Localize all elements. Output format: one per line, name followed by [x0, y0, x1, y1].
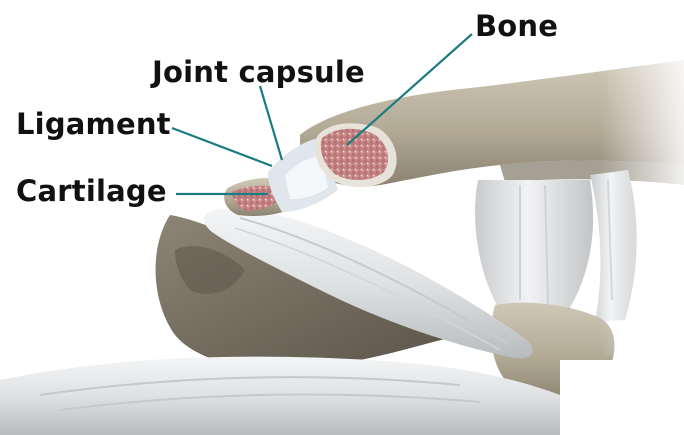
- cartilage-label: Cartilage: [16, 177, 167, 206]
- right-fade: [600, 55, 684, 355]
- bone-label: Bone: [475, 12, 558, 41]
- ligament-leader-line: [172, 128, 272, 166]
- ligament-label: Ligament: [16, 110, 171, 139]
- joint-capsule-leader-line: [260, 86, 282, 160]
- joint-capsule-label: Joint capsule: [152, 58, 365, 87]
- bottom-tendon: [0, 357, 684, 435]
